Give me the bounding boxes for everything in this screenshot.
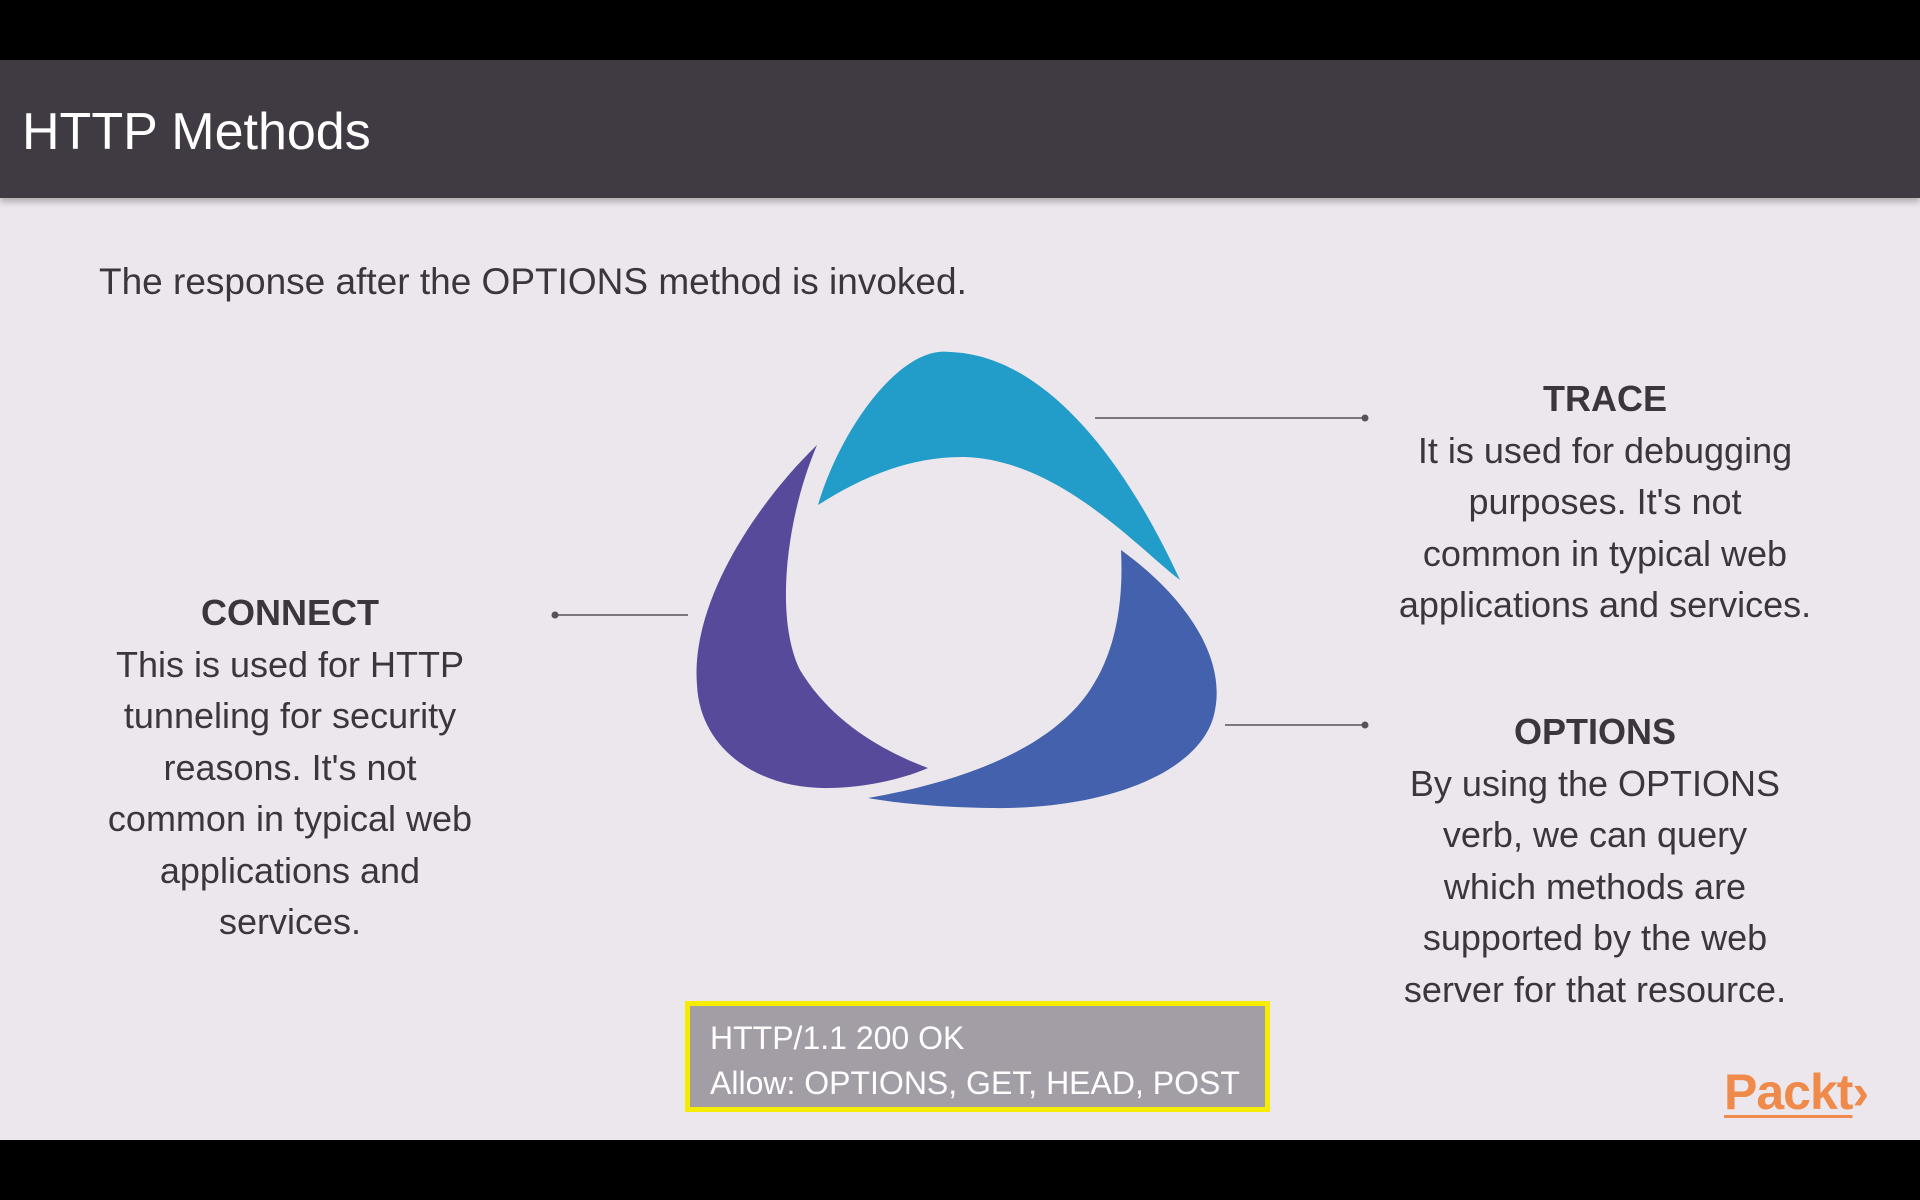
arc-left <box>696 445 928 789</box>
arc-right <box>868 550 1217 809</box>
connect-line: applications and <box>159 849 421 891</box>
options-description: OPTIONS By using the OPTIONS verb, we ca… <box>1360 706 1830 1015</box>
options-line: server for that resource. <box>1403 968 1787 1010</box>
slide-title: HTTP Methods <box>22 103 371 161</box>
connect-description: CONNECT This is used for HTTP tunneling … <box>70 587 510 948</box>
response-allow-header: Allow: OPTIONS, GET, HEAD, POST <box>710 1065 1240 1101</box>
options-line: verb, we can query <box>1442 814 1748 855</box>
connect-line: common in typical web <box>107 798 473 839</box>
connect-connector-dot <box>551 611 559 619</box>
trace-connector-dot <box>1361 414 1369 422</box>
response-status-line: HTTP/1.1 200 OK <box>710 1020 965 1056</box>
connect-heading: CONNECT <box>201 592 379 633</box>
options-heading: OPTIONS <box>1513 711 1677 752</box>
response-box: HTTP/1.1 200 OK Allow: OPTIONS, GET, HEA… <box>685 1001 1270 1112</box>
connect-line: reasons. It's not <box>163 746 417 788</box>
trace-line: purposes. It's not <box>1468 481 1742 522</box>
options-connector-dot <box>1361 721 1369 729</box>
slide-subtitle: The response after the OPTIONS method is… <box>99 261 967 302</box>
options-line: By using the OPTIONS <box>1409 762 1781 804</box>
cycle-diagram <box>551 351 1369 809</box>
logo-text: Packt <box>1724 1064 1853 1120</box>
connect-line: This is used for HTTP <box>115 643 465 685</box>
trace-line: It is used for debugging <box>1417 429 1793 471</box>
trace-description: TRACE It is used for debugging purposes.… <box>1370 373 1840 631</box>
options-line: supported by the web <box>1422 917 1768 958</box>
trace-line: common in typical web <box>1422 532 1788 574</box>
connect-line: services. <box>218 901 362 942</box>
logo-chevron: › <box>1852 1064 1869 1120</box>
connect-line: tunneling for security <box>123 695 457 736</box>
trace-line: applications and services. <box>1398 584 1812 625</box>
title-bar: HTTP Methods <box>0 60 1920 198</box>
options-line: which methods are <box>1443 865 1747 907</box>
arc-top <box>818 351 1180 580</box>
slide: HTTP Methods The response after the OPTI… <box>0 60 1920 1140</box>
trace-heading: TRACE <box>1543 378 1667 419</box>
packt-logo: Packt› <box>1724 1062 1869 1122</box>
